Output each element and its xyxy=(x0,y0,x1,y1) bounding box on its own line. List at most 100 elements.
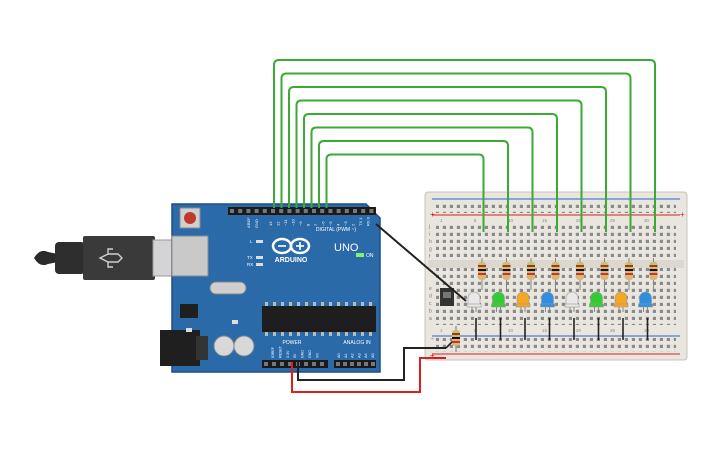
row-letter: e xyxy=(429,286,432,292)
led-orange[interactable] xyxy=(515,291,531,312)
header-hole[interactable] xyxy=(320,362,324,366)
header-hole[interactable] xyxy=(279,209,284,213)
signal-wire[interactable] xyxy=(288,86,607,232)
digital-label: DIGITAL (PWM ~) xyxy=(316,227,356,233)
digital-pin-label: ~10 xyxy=(291,218,296,226)
l-led-label: L xyxy=(250,239,253,244)
model-text: UNO xyxy=(334,242,359,254)
header-hole[interactable] xyxy=(336,362,340,366)
header-hole[interactable] xyxy=(287,209,292,213)
led-green[interactable] xyxy=(589,291,604,312)
signal-wire[interactable] xyxy=(325,153,485,233)
led-blue[interactable] xyxy=(638,291,653,312)
column-label: 5 xyxy=(474,218,477,223)
header-hole[interactable] xyxy=(320,209,325,213)
rail-bottom-holes[interactable] xyxy=(436,338,676,352)
column-label: 15 xyxy=(542,218,548,223)
led-orange[interactable] xyxy=(613,291,629,312)
digital-pin-label: 12 xyxy=(276,221,281,226)
column-label: 1 xyxy=(440,328,443,333)
resistor[interactable] xyxy=(478,258,486,290)
power-wire[interactable] xyxy=(291,357,446,393)
signal-wire[interactable] xyxy=(303,113,558,232)
plus-sign-bottom: + xyxy=(430,351,435,360)
header-hole[interactable] xyxy=(336,209,341,213)
atmega-chip xyxy=(262,306,376,332)
row-letter: j xyxy=(428,224,430,230)
header-hole[interactable] xyxy=(304,362,308,366)
header-hole[interactable] xyxy=(272,362,276,366)
header-hole[interactable] xyxy=(357,362,361,366)
header-hole[interactable] xyxy=(369,209,374,213)
signal-wire[interactable] xyxy=(280,72,632,233)
resistor[interactable] xyxy=(600,258,609,290)
pulldown-resistor[interactable] xyxy=(452,326,460,352)
column-label: 20 xyxy=(576,218,582,223)
header-hole[interactable] xyxy=(271,209,275,213)
header-hole[interactable] xyxy=(288,362,292,366)
header-hole[interactable] xyxy=(364,362,368,366)
header-hole[interactable] xyxy=(295,209,300,213)
analog-pin-label: A5 xyxy=(371,353,375,358)
analog-header[interactable] xyxy=(334,360,376,368)
signal-wire[interactable] xyxy=(273,59,656,232)
header-hole[interactable] xyxy=(254,209,259,213)
column-label: 25 xyxy=(610,218,616,223)
header-hole[interactable] xyxy=(246,209,251,213)
resistor[interactable] xyxy=(649,258,658,290)
column-label: 30 xyxy=(644,218,650,223)
led-white[interactable] xyxy=(564,291,580,312)
header-hole[interactable] xyxy=(238,209,243,213)
analog-pin-label: A2 xyxy=(351,353,355,358)
power-pin-label: IOREF xyxy=(271,346,275,358)
resistor[interactable] xyxy=(527,258,535,290)
header-hole[interactable] xyxy=(361,209,366,213)
power-header[interactable] xyxy=(262,360,328,368)
digital-pin-label: ~3 xyxy=(343,221,348,226)
plus-sign-top: + xyxy=(430,210,435,219)
header-hole[interactable] xyxy=(230,209,234,213)
column-label: 20 xyxy=(576,328,582,333)
power-label: POWER xyxy=(283,340,302,346)
led-blue[interactable] xyxy=(540,291,555,312)
ground-wire[interactable] xyxy=(297,223,467,381)
resistor[interactable] xyxy=(625,258,633,290)
header-hole[interactable] xyxy=(328,209,333,213)
resistor[interactable] xyxy=(502,258,511,290)
header-hole[interactable] xyxy=(280,362,284,366)
power-pin-label: 3.3V xyxy=(286,350,290,358)
header-hole[interactable] xyxy=(264,362,268,366)
header-hole[interactable] xyxy=(262,209,267,213)
header-hole[interactable] xyxy=(312,209,316,213)
on-label: ON xyxy=(366,253,374,259)
led-white[interactable] xyxy=(466,291,482,312)
resistor[interactable] xyxy=(576,258,584,290)
header-hole[interactable] xyxy=(343,362,347,366)
resistor[interactable] xyxy=(551,258,560,290)
aref-label: AREF xyxy=(246,217,251,228)
on-led xyxy=(356,253,364,257)
digital-pin-label: 7 xyxy=(313,223,318,226)
signal-wire[interactable] xyxy=(295,99,583,233)
row-letter: c xyxy=(429,301,432,307)
usb-cable[interactable] xyxy=(34,236,180,280)
header-hole[interactable] xyxy=(303,209,308,213)
header-hole[interactable] xyxy=(371,362,375,366)
digital-pin-label: 8 xyxy=(306,223,311,226)
digital-pin-label: TX 1 xyxy=(358,217,363,226)
row-letter: f xyxy=(429,254,431,260)
header-hole[interactable] xyxy=(312,362,316,366)
header-hole[interactable] xyxy=(353,209,357,213)
header-hole[interactable] xyxy=(344,209,349,213)
signal-wire[interactable] xyxy=(310,126,534,233)
signal-wire[interactable] xyxy=(318,140,509,232)
capacitor-1 xyxy=(213,335,235,357)
led-green[interactable] xyxy=(491,291,506,312)
digital-header[interactable] xyxy=(228,207,376,215)
row-letter: d xyxy=(429,294,432,300)
signal-wires[interactable] xyxy=(273,59,656,233)
plus-sign-top-right: + xyxy=(680,210,685,219)
header-hole[interactable] xyxy=(350,362,354,366)
